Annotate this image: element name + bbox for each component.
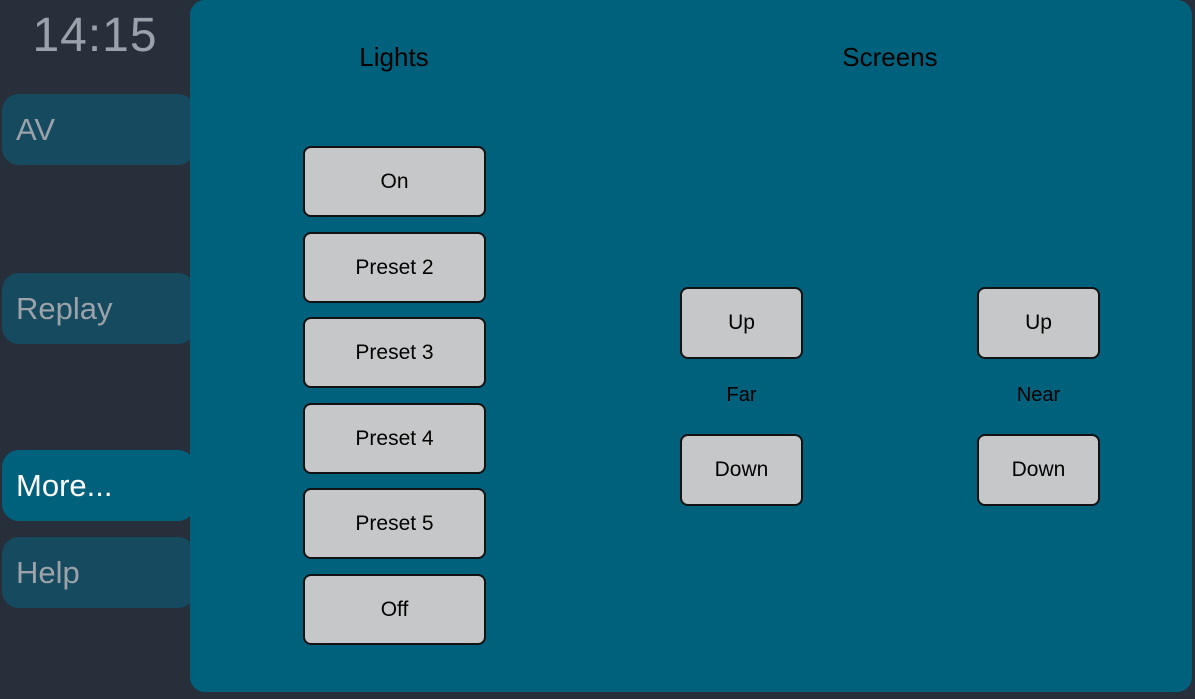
screen-far-down-button[interactable]: Down	[680, 434, 803, 506]
sidebar-tab-replay-label: Replay	[16, 290, 113, 326]
lights-on-button[interactable]: On	[303, 146, 486, 217]
lights-preset-3-button[interactable]: Preset 3	[303, 317, 486, 388]
lights-preset-5-button[interactable]: Preset 5	[303, 488, 486, 559]
sidebar-tab-av[interactable]: AV	[2, 94, 195, 165]
screens-section-title: Screens	[842, 42, 938, 72]
sidebar-tab-av-label: AV	[16, 111, 56, 147]
main-panel: Lights On Preset 2 Preset 3 Preset 4 Pre…	[190, 0, 1192, 692]
lights-preset-2-button[interactable]: Preset 2	[303, 232, 486, 303]
sidebar-tab-help-label: Help	[16, 554, 80, 590]
screen-near-label: Near	[1016, 384, 1061, 406]
screen-far-label: Far	[726, 384, 757, 406]
lights-off-button[interactable]: Off	[303, 574, 486, 645]
sidebar-tab-help[interactable]: Help	[2, 537, 195, 608]
screen-near-up-button[interactable]: Up	[977, 287, 1100, 359]
clock: 14:15	[32, 9, 158, 62]
sidebar-tab-more[interactable]: More...	[2, 450, 195, 521]
lights-preset-4-button[interactable]: Preset 4	[303, 403, 486, 474]
screen-far-up-button[interactable]: Up	[680, 287, 803, 359]
sidebar-tab-replay[interactable]: Replay	[2, 273, 195, 344]
lights-section-title: Lights	[359, 42, 429, 72]
screen-near-down-button[interactable]: Down	[977, 434, 1100, 506]
sidebar-tab-more-label: More...	[16, 467, 113, 503]
